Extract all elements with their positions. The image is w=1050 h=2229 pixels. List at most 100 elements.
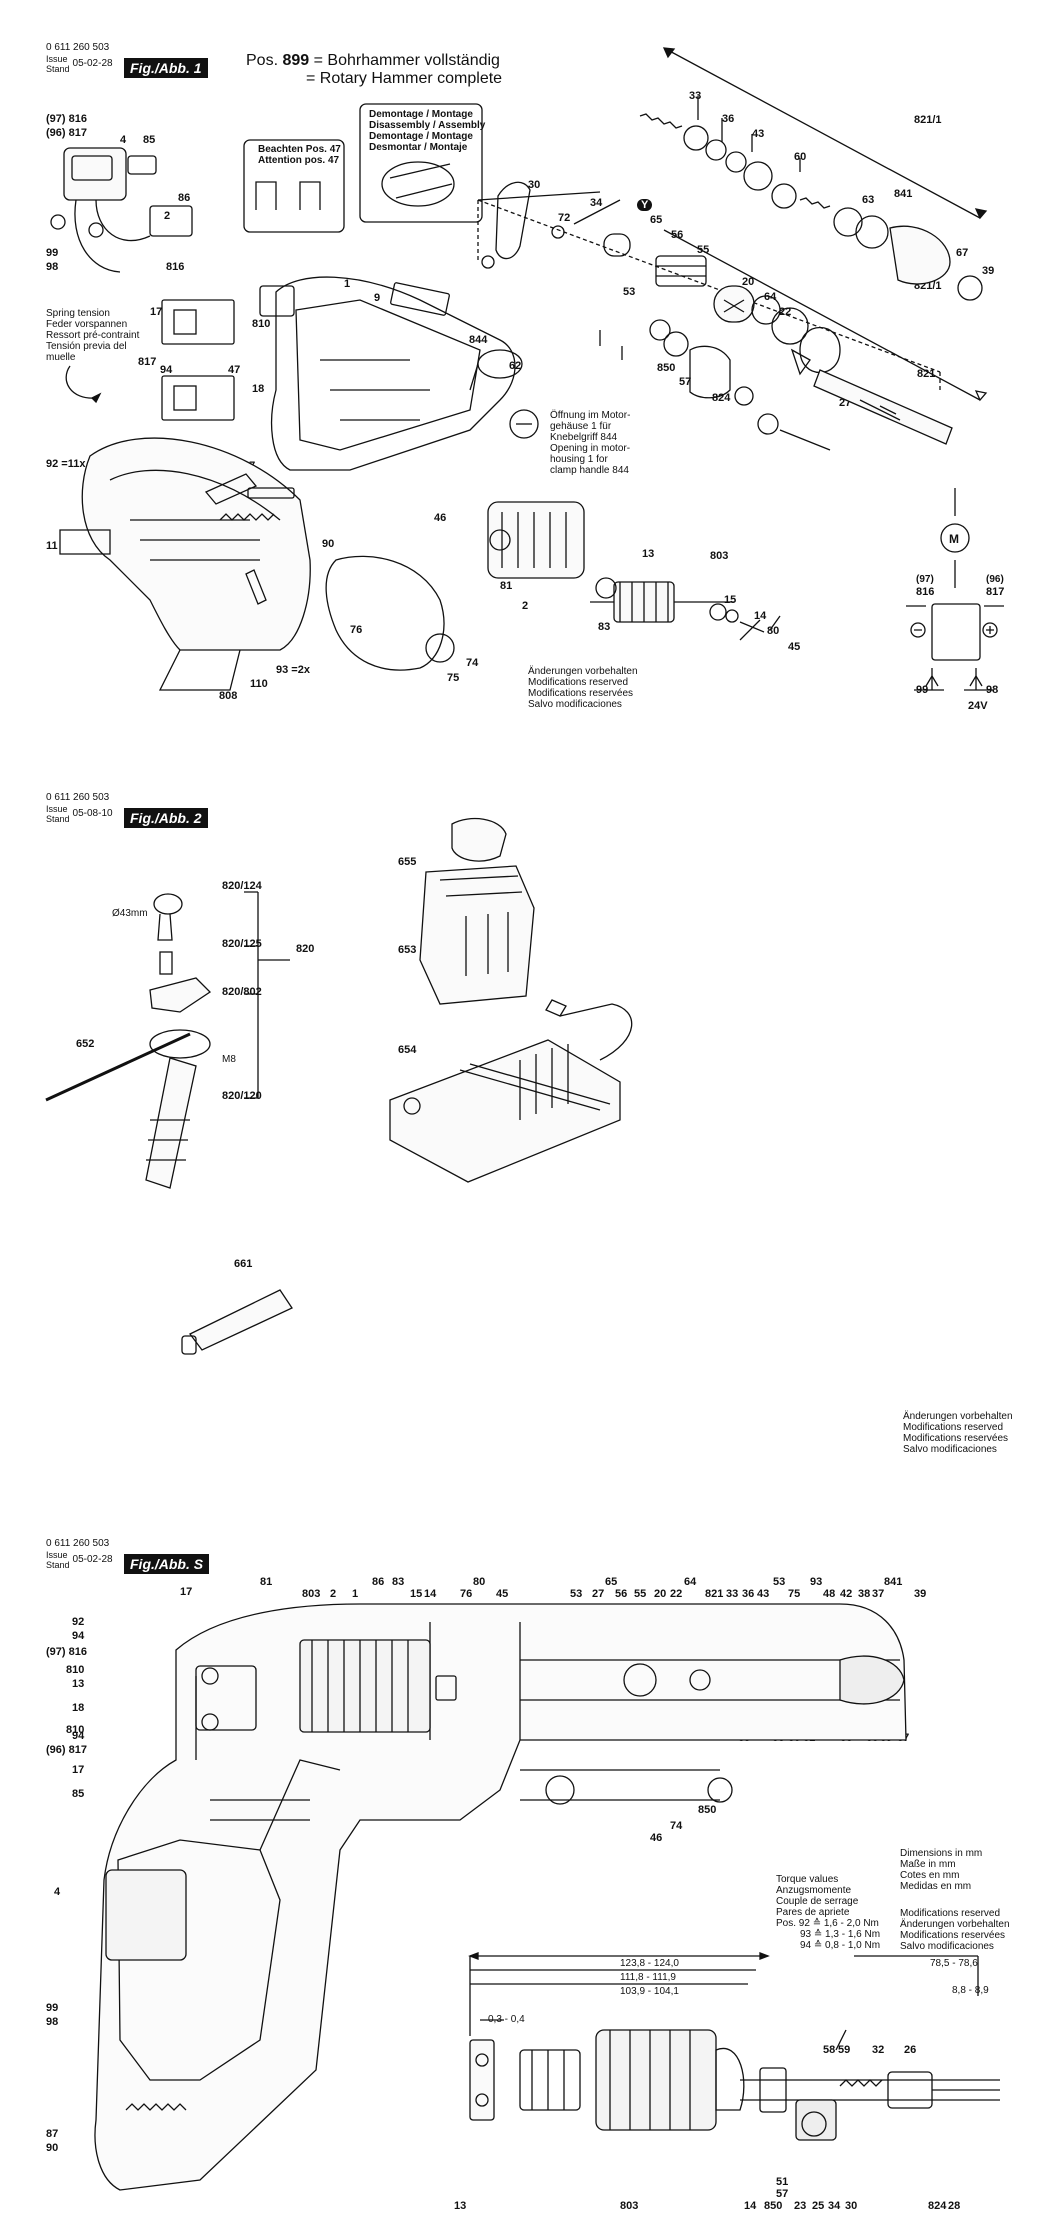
note-line: muelle xyxy=(46,352,76,363)
disassembly-callout xyxy=(359,103,483,223)
note-line: clamp handle 844 xyxy=(550,465,629,476)
part-label: 85 xyxy=(143,134,156,146)
part-label: 4 xyxy=(120,134,127,146)
part-label: 810 xyxy=(252,318,271,330)
part-label: 2 xyxy=(330,1588,337,1600)
dimension-label: 8,8 - 8,9 xyxy=(952,1985,989,1996)
part-label: 844 xyxy=(469,334,488,346)
fig1-opening-note: Öffnung im Motor- gehäuse 1 für Knebelgr… xyxy=(550,410,630,476)
part-label: 824 xyxy=(712,392,731,404)
part-label: 51 xyxy=(776,2176,789,2188)
part-label: 850 xyxy=(698,1804,717,1816)
fig2-issue-stand: Issue Stand xyxy=(46,804,70,824)
fig1-pos-line2: = Rotary Hammer complete xyxy=(306,70,503,87)
part-label: 65 xyxy=(605,1576,618,1588)
torque-row: Pos. 92 ≙ 1,6 - 2,0 Nm xyxy=(776,1918,879,1929)
part-label: 821 xyxy=(705,1588,724,1600)
part-label: 817 xyxy=(986,586,1005,598)
part-label: 30 xyxy=(528,179,541,191)
part-label: 75 xyxy=(788,1588,801,1600)
note-line: Beachten Pos. 47 xyxy=(258,144,341,155)
part-label: 81 xyxy=(260,1576,273,1588)
part-label: 30 xyxy=(845,2200,858,2212)
part-label: 59 xyxy=(838,2044,851,2056)
part-label: 17 xyxy=(180,1586,193,1598)
part-label: 75 xyxy=(447,672,460,684)
part-label: 90 xyxy=(46,2142,59,2154)
part-label: 13 xyxy=(642,548,655,560)
part-label: 74 xyxy=(670,1820,683,1832)
wiring-schematic: M xyxy=(906,488,1004,691)
part-label: 22 xyxy=(670,1588,683,1600)
part-label: 57 xyxy=(776,2188,789,2200)
part-label: 94 xyxy=(72,1730,85,1742)
part-label: 34 xyxy=(590,197,603,209)
note-line: Maße in mm xyxy=(900,1859,956,1870)
section-housing xyxy=(94,1603,907,2191)
part-label: 58 xyxy=(823,2044,836,2056)
note-line: Knebelgriff 844 xyxy=(550,432,618,443)
part-label: 87 xyxy=(46,2128,59,2140)
part-label: 46 xyxy=(650,1832,663,1844)
part-label: 86 xyxy=(178,192,191,204)
part-label: 817 xyxy=(138,356,157,368)
part-label: 93 xyxy=(810,1576,823,1588)
part-label: 45 xyxy=(496,1588,509,1600)
note-line: Anzugsmomente xyxy=(776,1885,852,1896)
part-label: 841 xyxy=(884,1576,903,1588)
part-label: 57 xyxy=(679,376,692,388)
note-line: Demontage / Montage xyxy=(369,109,473,120)
part-label: 55 xyxy=(634,1588,647,1600)
part-label: 661 xyxy=(234,1258,253,1270)
figS-dimensions-note: Dimensions in mm Maße in mm Cotes en mm … xyxy=(900,1848,982,1892)
part-label: 816 xyxy=(916,586,935,598)
part-label: 34 xyxy=(828,2200,841,2212)
part-label: (96) xyxy=(986,574,1004,585)
figS-date: 05-02-28 xyxy=(72,1554,113,1565)
part-label: 65 xyxy=(650,214,663,226)
part-label: 14 xyxy=(754,610,767,622)
part-label: 821 xyxy=(917,368,936,380)
part-label: 820/120 xyxy=(222,1090,262,1102)
charger xyxy=(389,999,633,1183)
part-label: 46 xyxy=(434,512,447,524)
grease-tube xyxy=(181,1289,293,1355)
figS-stand-label: Stand xyxy=(46,1560,70,1570)
dimension-label: 111,8 - 111,9 xyxy=(620,1972,676,1983)
part-label: 43 xyxy=(757,1588,770,1600)
switch-assembly xyxy=(50,147,193,273)
part-label: 98 xyxy=(46,261,59,273)
part-label: 76 xyxy=(350,624,363,636)
fig2-tag: Fig./Abb. 2 xyxy=(124,808,208,828)
note-line: Opening in motor- xyxy=(550,443,631,454)
part-label: 60 xyxy=(794,151,807,163)
part-label: 36 xyxy=(742,1588,755,1600)
part-label: 99 xyxy=(46,2002,59,2014)
note-line: Modifications reserved xyxy=(903,1422,1004,1433)
part-label: 39 xyxy=(982,265,995,277)
note-line: Salvo modificaciones xyxy=(903,1444,997,1455)
part-label: 4 xyxy=(54,1886,61,1898)
part-label: 1 xyxy=(352,1588,359,1600)
note-line: Medidas en mm xyxy=(900,1881,972,1892)
part-label: 43 xyxy=(752,128,765,140)
note-line: Modifications reserved xyxy=(900,1908,1001,1919)
part-label: 53 xyxy=(773,1576,786,1588)
part-label: 27 xyxy=(592,1588,605,1600)
part-label: 74 xyxy=(466,657,479,669)
part-label: 17 xyxy=(72,1764,85,1776)
part-label: 83 xyxy=(598,621,611,633)
torque-row: 94 ≙ 0,8 - 1,0 Nm xyxy=(800,1940,881,1951)
part-label: 83 xyxy=(392,1576,405,1588)
part-label: 816 xyxy=(166,261,185,273)
part-label: 64 xyxy=(684,1576,697,1588)
clamp-handle xyxy=(469,349,539,439)
note-line: Salvo modificaciones xyxy=(528,699,622,710)
part-label: 48 xyxy=(823,1588,836,1600)
part-label: 653 xyxy=(398,944,417,956)
part-label: 85 xyxy=(72,1788,85,1800)
figS-torque-note: Torque values Anzugsmomente Couple de se… xyxy=(776,1874,880,1951)
fig2-issue-label: Issue xyxy=(46,804,68,814)
fig1-pos-prefix: Pos. xyxy=(246,52,279,69)
part-label: 13 xyxy=(72,1678,85,1690)
